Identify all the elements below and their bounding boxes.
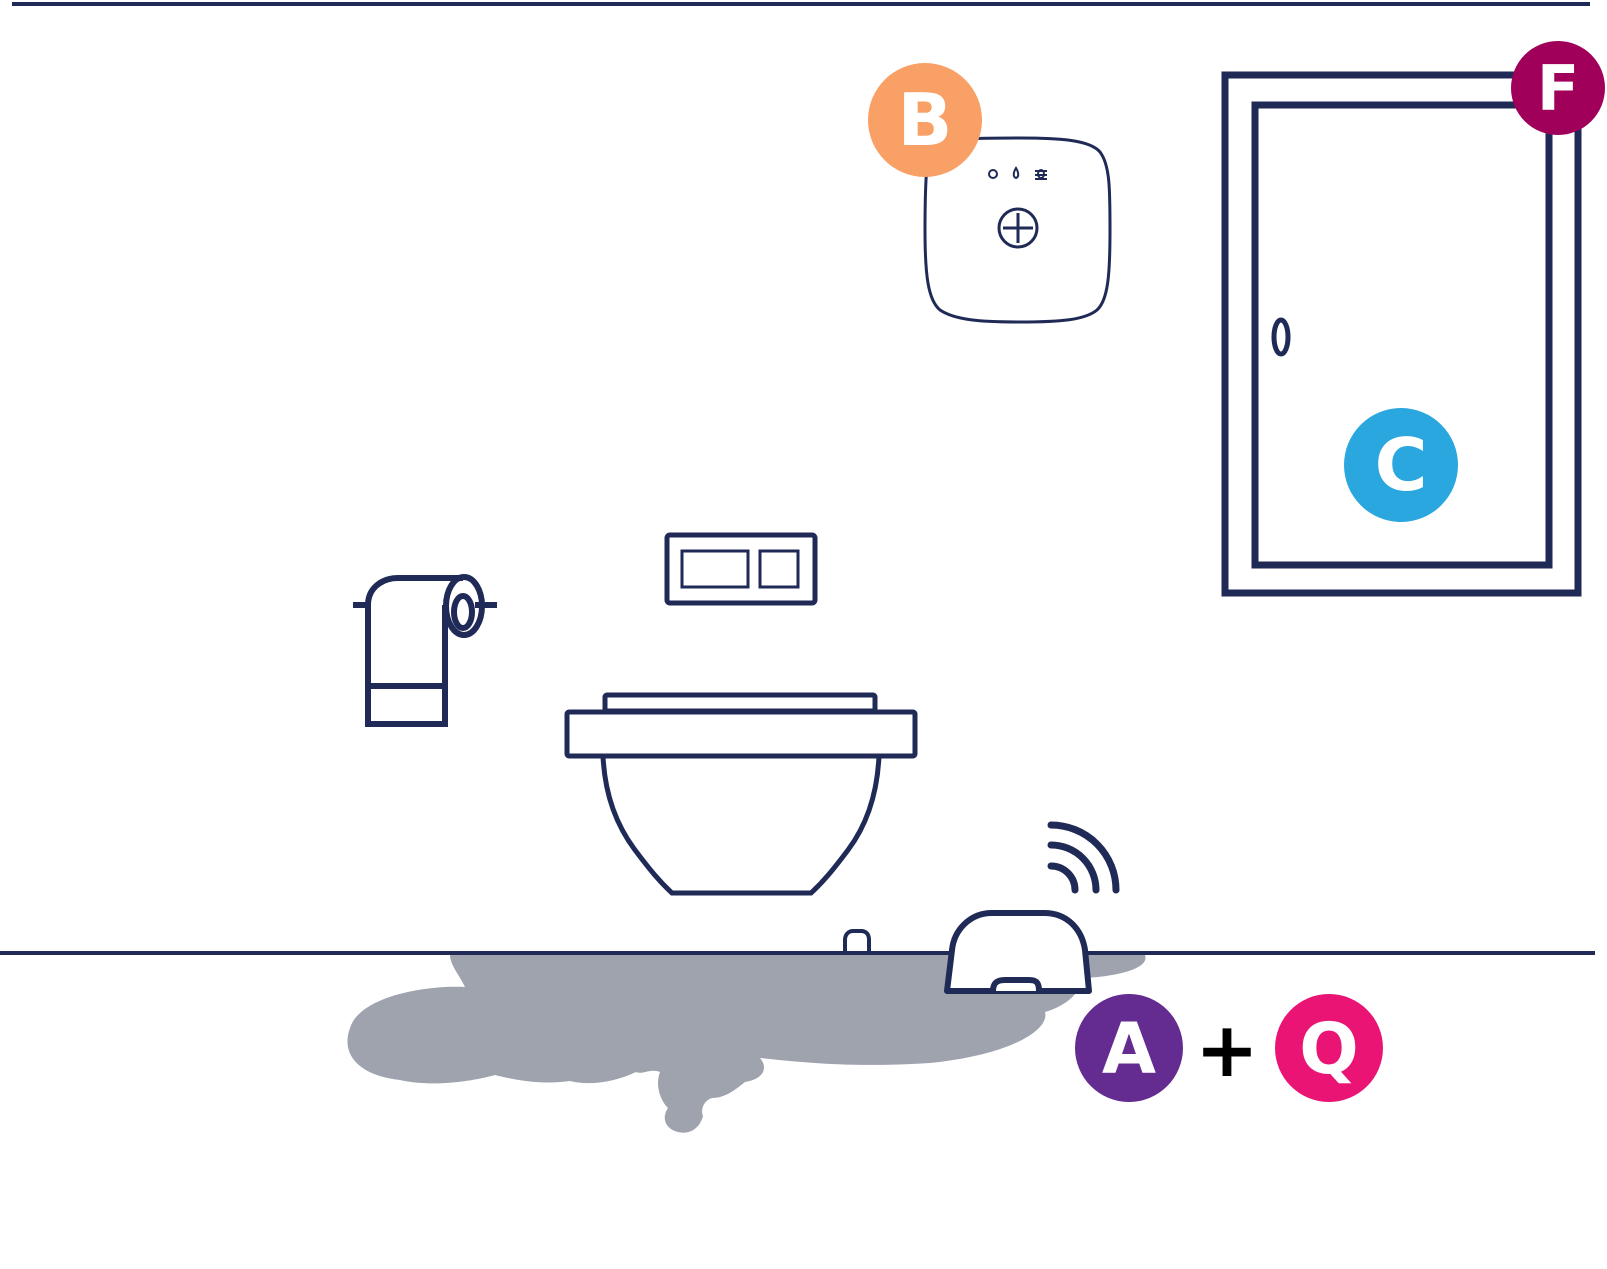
badge-f-label: F — [1537, 52, 1579, 125]
water-drop-indicator-icon — [1012, 166, 1020, 180]
wireless-signal-icon — [1047, 821, 1120, 894]
plus-sign: + — [1195, 1005, 1259, 1094]
badge-a: A — [1075, 994, 1183, 1102]
badge-q-label: Q — [1299, 1008, 1359, 1090]
badge-q: Q — [1275, 994, 1383, 1102]
water-leak-sensor-icon — [944, 910, 1092, 994]
badge-c-label: C — [1375, 423, 1428, 507]
badge-f: F — [1511, 41, 1605, 135]
water-puddle-icon — [347, 955, 1146, 1133]
badge-b-label: B — [898, 78, 953, 162]
bug-indicator-icon — [1035, 169, 1047, 180]
smart-hub-icon — [923, 136, 1112, 324]
door-icon — [1221, 71, 1582, 597]
toilet-paper-icon — [353, 574, 497, 727]
floor-pipe-icon — [843, 929, 871, 951]
badge-a-label: A — [1102, 1008, 1156, 1090]
flush-plate-icon — [664, 532, 818, 606]
toilet-icon — [564, 692, 918, 896]
door-handle-icon — [1271, 317, 1291, 357]
power-indicator-icon — [988, 169, 998, 179]
badge-c: C — [1344, 408, 1458, 522]
badge-b: B — [868, 63, 982, 177]
